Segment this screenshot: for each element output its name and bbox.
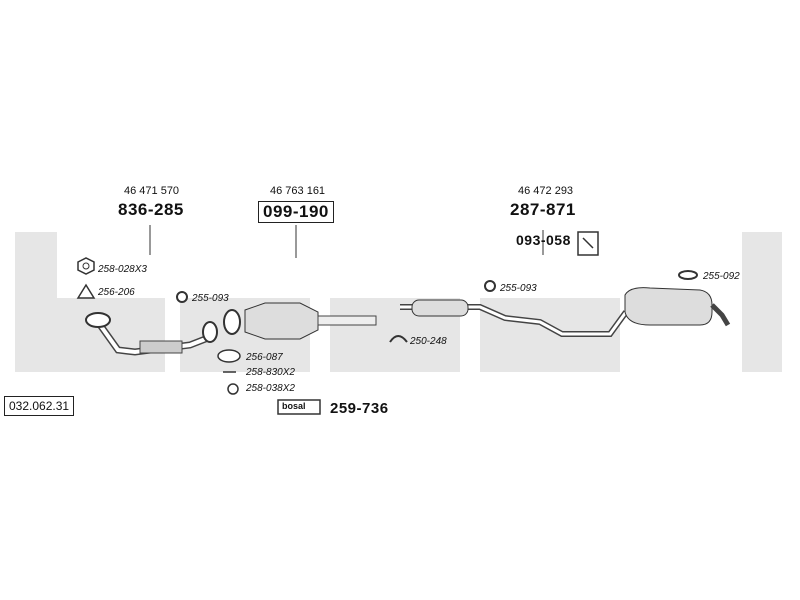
label-256-206: 256-206 [98, 287, 135, 298]
label-258-028X3: 258-028X3 [98, 264, 147, 275]
nut-icon-2 [227, 383, 239, 395]
part-number-3: 287-871 [510, 200, 576, 219]
part-number-093: 093-058 [516, 232, 571, 248]
rear-muffler [624, 287, 713, 326]
oe-number-1: 46 471 570 [124, 185, 180, 197]
oe-number-2: 46 763 161 [270, 185, 326, 197]
cat-flange [223, 309, 241, 335]
catalogue-code: 032.062.31 [4, 396, 75, 416]
tail-pipe [710, 303, 731, 327]
label-255-093-a: 255-093 [192, 293, 229, 304]
ring-icon-2 [484, 280, 496, 292]
mounting-kit-box [277, 399, 321, 415]
flex-section [139, 340, 183, 354]
watermark-b-bowl [15, 298, 165, 372]
watermark-l [742, 232, 782, 372]
label-250-248: 250-248 [410, 336, 447, 347]
clamp-icon [389, 335, 408, 343]
hanger-icon [678, 270, 698, 280]
bracket-icon [577, 231, 599, 256]
label-258-830X2: 258-830X2 [246, 367, 295, 378]
gasket-triangle-icon [76, 283, 96, 299]
oe-number-3: 46 472 293 [518, 185, 574, 197]
label-256-087: 256-087 [246, 352, 283, 363]
label-258-038X2: 258-038X2 [246, 383, 295, 394]
front-flange [85, 312, 111, 328]
catalytic-converter [244, 302, 319, 340]
ring-icon-1 [176, 291, 188, 303]
part-number-259: 259-736 [330, 400, 389, 417]
part-number-1: 836-285 [118, 200, 184, 219]
mounting-kit-brand: bosal [282, 401, 306, 411]
label-255-093-b: 255-093 [500, 283, 537, 294]
center-muffler [411, 299, 469, 317]
part-number-2: 099-190 [258, 201, 334, 223]
label-255-092: 255-092 [703, 271, 740, 282]
gasket-plate-icon [217, 349, 241, 363]
